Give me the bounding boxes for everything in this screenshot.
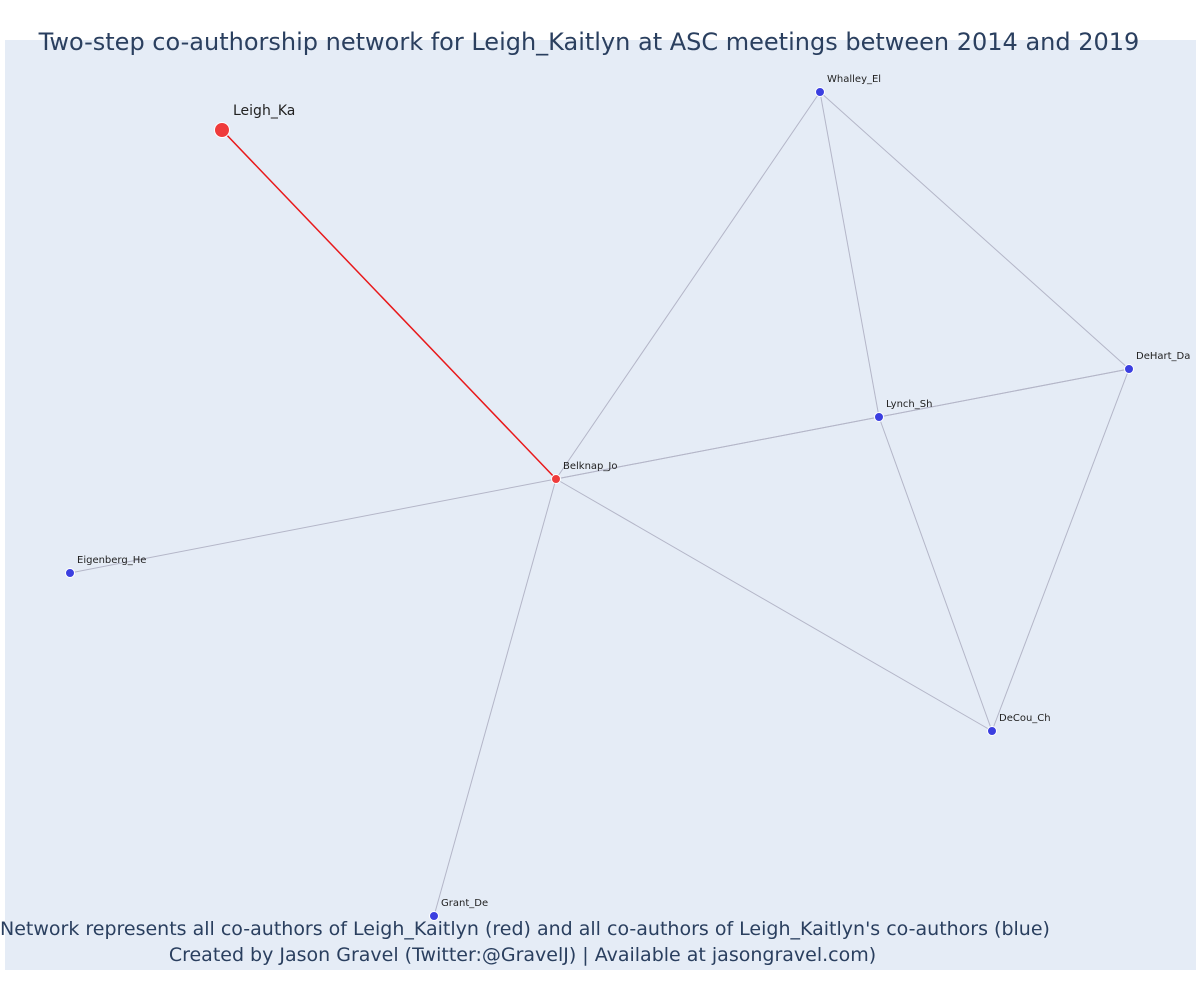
node-label-Leigh_Ka: Leigh_Ka (233, 103, 295, 119)
node-Whalley_El[interactable] (815, 87, 825, 97)
edges-layer (69, 91, 1130, 917)
node-DeCou_Ch[interactable] (987, 726, 997, 736)
edge-Lynch_Sh-DeHart_Da (878, 368, 1130, 418)
node-label-Belknap_Jo: Belknap_Jo (563, 461, 617, 472)
node-label-DeHart_Da: DeHart_Da (1136, 351, 1190, 362)
caption-line-2: Created by Jason Gravel (Twitter:@Gravel… (168, 944, 877, 966)
edge-Lynch_Sh-DeCou_Ch (878, 416, 993, 732)
edge-Belknap_Jo-Grant_De (433, 478, 557, 917)
node-label-Whalley_El: Whalley_El (827, 74, 881, 85)
caption-line-1: Network represents all co-authors of Lei… (0, 918, 1050, 940)
edge-Belknap_Jo-Eigenberg_He (69, 478, 557, 574)
node-label-Lynch_Sh: Lynch_Sh (886, 399, 932, 410)
node-DeHart_Da[interactable] (1124, 364, 1134, 374)
edge-Whalley_El-DeHart_Da (819, 91, 1130, 370)
edge-Belknap_Jo-Whalley_El (555, 91, 821, 480)
nodes-layer (65, 87, 1134, 921)
edge-DeHart_Da-DeCou_Ch (991, 368, 1130, 732)
node-Belknap_Jo[interactable] (551, 474, 561, 484)
edge-Leigh_Ka-Belknap_Jo (221, 129, 557, 480)
node-label-Eigenberg_He: Eigenberg_He (77, 555, 146, 566)
node-Lynch_Sh[interactable] (874, 412, 884, 422)
edge-Whalley_El-Lynch_Sh (819, 91, 880, 418)
node-Grant_De[interactable] (429, 911, 439, 921)
chart-title: Two-step co-authorship network for Leigh… (38, 28, 1140, 56)
edge-Belknap_Jo-DeCou_Ch (555, 478, 993, 732)
node-Leigh_Ka[interactable] (214, 122, 230, 138)
node-Eigenberg_He[interactable] (65, 568, 75, 578)
node-label-DeCou_Ch: DeCou_Ch (999, 713, 1051, 724)
node-label-Grant_De: Grant_De (441, 898, 488, 909)
